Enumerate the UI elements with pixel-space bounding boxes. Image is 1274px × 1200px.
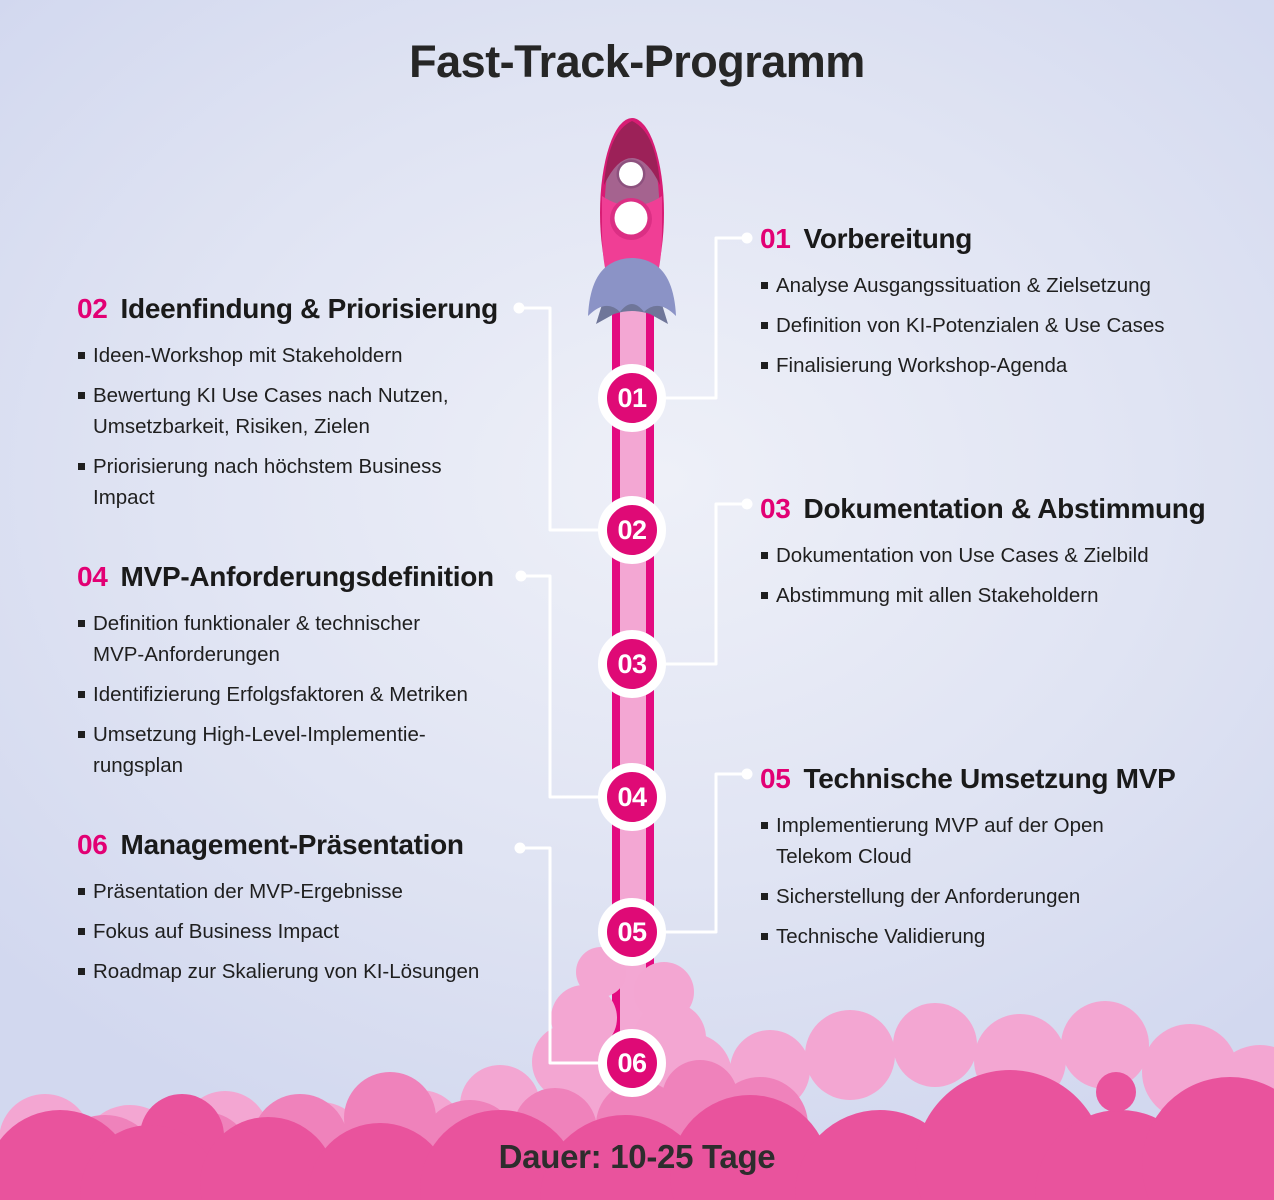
bullet-item: Sicherstellung der Anforderungen <box>760 881 1250 912</box>
connector-02 <box>518 306 600 532</box>
milestone-badge-04: 04 <box>598 763 666 831</box>
step-05-number: 05 <box>760 763 791 794</box>
milestone-badge-06: 06 <box>598 1029 666 1097</box>
step-06-bullets: Präsentation der MVP-Ergebnisse Fokus au… <box>77 876 557 987</box>
duration-label: Dauer: 10-25 Tage <box>498 1138 776 1175</box>
milestone-badge-01: 01 <box>598 364 666 432</box>
connector-04 <box>520 574 600 799</box>
step-02-title: Ideenfindung & Priorisierung <box>120 293 499 324</box>
bullet-item: Technische Validierung <box>760 921 1250 952</box>
step-04-title: MVP-Anforderungsdefinition <box>120 561 495 592</box>
step-06-number: 06 <box>77 829 108 860</box>
step-04-heading: 04 MVP-Anforderungsdefinition <box>77 560 557 594</box>
step-04-block: 04 MVP-Anforderungsdefinition Definition … <box>77 560 557 790</box>
bullet-item: Umsetzung High-Level-Implementie- rungsp… <box>77 719 557 781</box>
connector-06 <box>519 846 600 1065</box>
step-01-heading: 01 Vorbereitung <box>760 222 1250 256</box>
rocket-icon <box>588 118 676 324</box>
step-03-bullets: Dokumentation von Use Cases & Zielbild A… <box>760 540 1260 611</box>
step-06-block: 06 Management-Präsentation Präsentation d… <box>77 828 557 996</box>
step-04-bullets: Definition funktionaler & technischer MV… <box>77 608 557 781</box>
step-03-title: Dokumentation & Abstimmung <box>803 493 1206 524</box>
bullet-item: Finalisierung Workshop-Agenda <box>760 350 1250 381</box>
step-02-heading: 02 Ideenfindung & Priorisierung <box>77 292 557 326</box>
step-06-title: Management-Präsentation <box>120 829 464 860</box>
step-01-bullets: Analyse Ausgangssituation & Zielsetzung … <box>760 270 1250 381</box>
bullet-item: Identifizierung Erfolgsfaktoren & Metrik… <box>77 679 557 710</box>
step-04-number: 04 <box>77 561 108 592</box>
rocket-trail <box>612 298 654 1148</box>
step-01-title: Vorbereitung <box>803 223 973 254</box>
connector-dot-02 <box>513 302 525 314</box>
bullet-item: Roadmap zur Skalierung von KI-Lösungen <box>77 956 557 987</box>
step-05-heading: 05 Technische Umsetzung MVP <box>760 762 1250 796</box>
step-02-bullets: Ideen-Workshop mit Stakeholdern Bewertun… <box>77 340 557 513</box>
step-05-title: Technische Umsetzung MVP <box>803 763 1176 794</box>
step-02-block: 02 Ideenfindung & Priorisierung Ideen-Wor… <box>77 292 557 522</box>
step-03-heading: 03 Dokumentation & Abstimmung <box>760 492 1260 526</box>
bullet-item: Präsentation der MVP-Ergebnisse <box>77 876 557 907</box>
step-05-bullets: Implementierung MVP auf der Open Telekom… <box>760 810 1250 952</box>
bullet-item: Analyse Ausgangssituation & Zielsetzung <box>760 270 1250 301</box>
bullet-item: Fokus auf Business Impact <box>77 916 557 947</box>
bullet-item: Definition funktionaler & technischer MV… <box>77 608 557 670</box>
bullet-item: Priorisierung nach höchstem Business Imp… <box>77 451 557 513</box>
connectors <box>518 236 748 1065</box>
step-01-number: 01 <box>760 223 791 254</box>
step-03-block: 03 Dokumentation & Abstimmung Dokumentati… <box>760 492 1260 620</box>
bullet-item: Bewertung KI Use Cases nach Nutzen, Umse… <box>77 380 557 442</box>
connector-05 <box>664 772 748 934</box>
bullet-item: Abstimmung mit allen Stakeholdern <box>760 580 1260 611</box>
connector-dot-06 <box>514 842 526 854</box>
bullet-item: Definition von KI-Potenzialen & Use Case… <box>760 310 1250 341</box>
connector-03 <box>664 502 748 666</box>
step-02-number: 02 <box>77 293 108 324</box>
milestone-badge-02: 02 <box>598 496 666 564</box>
bullet-item: Dokumentation von Use Cases & Zielbild <box>760 540 1260 571</box>
step-03-number: 03 <box>760 493 791 524</box>
bullet-item: Ideen-Workshop mit Stakeholdern <box>77 340 557 371</box>
connector-dot-01 <box>741 232 753 244</box>
milestone-badge-03: 03 <box>598 630 666 698</box>
bullet-item: Implementierung MVP auf der Open Telekom… <box>760 810 1250 872</box>
clouds-front <box>0 1070 1274 1200</box>
milestone-badge-05: 05 <box>598 898 666 966</box>
step-06-heading: 06 Management-Präsentation <box>77 828 557 862</box>
connector-dots <box>513 232 753 854</box>
connector-dot-05 <box>741 768 753 780</box>
step-05-block: 05 Technische Umsetzung MVP Implementieru… <box>760 762 1250 961</box>
step-01-block: 01 Vorbereitung Analyse Ausgangssituation… <box>760 222 1250 390</box>
page-title: Fast-Track-Programm <box>409 36 865 87</box>
connector-01 <box>664 236 748 400</box>
connector-dot-04 <box>515 570 527 582</box>
connector-dot-03 <box>741 498 753 510</box>
